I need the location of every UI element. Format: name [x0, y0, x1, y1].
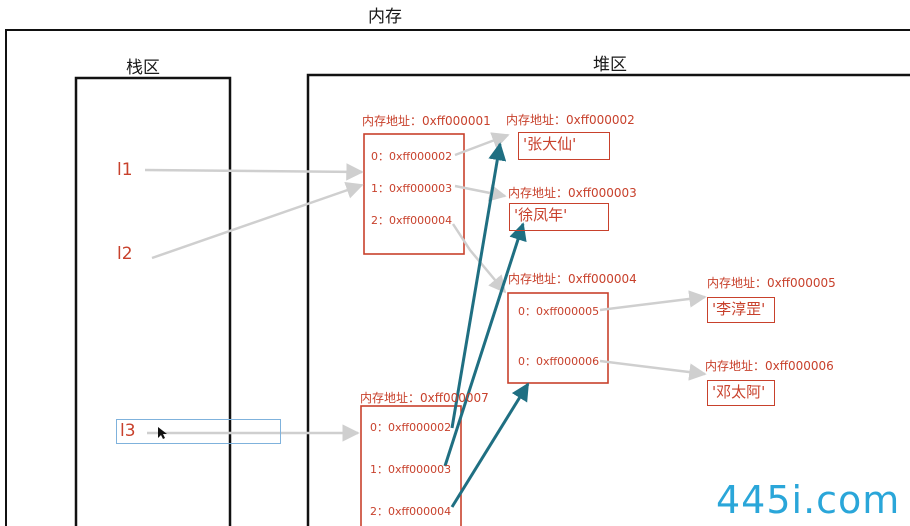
- arrow-l2-to-list1: [151, 181, 364, 260]
- stack-var-l3-selected[interactable]: l3: [116, 419, 281, 444]
- arrow-list4-slot1: [599, 359, 707, 381]
- str2-value: '张大仙': [518, 132, 610, 160]
- str5-value: '李淳罡': [707, 297, 775, 323]
- list4-address: 内存地址：0xff000004: [508, 272, 637, 286]
- stack-region: [74, 76, 232, 526]
- mouse-cursor-icon: [158, 427, 167, 439]
- memory-region: [5, 29, 910, 526]
- list4-slot-1: 0：0xff000006: [518, 355, 600, 368]
- stack-var-l3: l3: [120, 421, 136, 441]
- list1-box: [363, 133, 465, 255]
- list1-slot-2: 2：0xff000004: [371, 214, 453, 227]
- arrow-l1-to-list1: [144, 163, 364, 181]
- list7-slot-2: 2：0xff000004: [370, 505, 452, 518]
- str5-address: 内存地址：0xff000005: [707, 276, 836, 290]
- list7-slot-0: 0：0xff000002: [370, 421, 452, 434]
- arrow-list4-slot0: [599, 290, 707, 312]
- str3-value: '徐凤年': [509, 203, 609, 231]
- arrow-list7-slot2: [450, 382, 530, 508]
- list1-address: 内存地址：0xff000001: [362, 114, 491, 128]
- arrow-list1-slot1: [454, 184, 507, 202]
- list4-slot-0: 0：0xff000005: [518, 305, 600, 318]
- list7-address: 内存地址：0xff000007: [360, 391, 489, 405]
- arrow-list7-slot1: [443, 222, 527, 467]
- arrow-list1-slot0: [454, 132, 510, 157]
- stack-title: 栈区: [126, 58, 160, 78]
- stack-var-l1: l1: [117, 160, 133, 180]
- watermark-text: 445i.com: [716, 478, 901, 522]
- arrow-list7-slot0: [450, 142, 507, 429]
- str3-address: 内存地址：0xff000003: [508, 186, 637, 200]
- memory-title: 内存: [368, 7, 402, 27]
- arrow-list1-slot2: [451, 223, 507, 294]
- str2-address: 内存地址：0xff000002: [506, 113, 635, 127]
- str6-value: '邓太阿': [707, 380, 775, 406]
- list7-slot-1: 1：0xff000003: [370, 463, 452, 476]
- list1-slot-0: 0：0xff000002: [371, 150, 453, 163]
- heap-region: [306, 73, 910, 526]
- list1-slot-1: 1：0xff000003: [371, 182, 453, 195]
- stack-var-l2: l2: [117, 244, 133, 264]
- heap-title: 堆区: [593, 55, 627, 75]
- str6-address: 内存地址：0xff000006: [705, 359, 834, 373]
- list7-box: [360, 405, 462, 526]
- list4-box: [507, 292, 609, 384]
